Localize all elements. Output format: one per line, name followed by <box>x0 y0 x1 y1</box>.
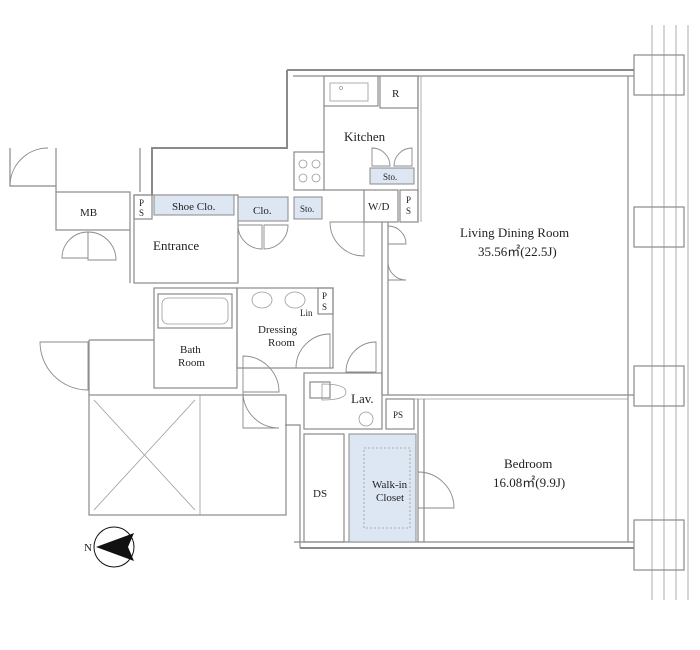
pipe-space-entrance <box>133 194 153 220</box>
linen-label: Lin <box>300 308 313 318</box>
refrigerator-label: R <box>392 88 400 100</box>
bedroom-area-label: 16.08㎡(9.9J) <box>493 475 565 490</box>
pipe-space-kitchen <box>399 189 419 223</box>
walkin-closet-area <box>348 433 417 543</box>
storage-hall-label: Sto. <box>300 204 314 214</box>
ps-bedroom-label: PS <box>393 410 403 420</box>
shoe-closet <box>153 194 235 216</box>
storage-hall <box>293 196 323 220</box>
living-label: Living Dining Room <box>460 225 569 240</box>
storage-kitchen <box>369 167 415 185</box>
north-compass: N <box>84 526 135 568</box>
bedroom: Bedroom 16.08㎡(9.9J) PS <box>382 394 634 542</box>
dressing-label-1: Dressing <box>258 324 298 336</box>
ds-label: DS <box>313 488 327 500</box>
bath-label-2: Room <box>178 357 205 369</box>
compass-ring <box>93 526 135 568</box>
kitchen-counter <box>323 75 379 107</box>
ps-kitchen-label-1: P <box>406 195 411 205</box>
bedroom-label: Bedroom <box>504 456 552 471</box>
pipe-space-dressing <box>317 287 334 315</box>
ps-entrance-label-2: S <box>139 208 144 218</box>
sink <box>329 82 369 102</box>
entrance: Shoe Clo. P S Entrance Clo. <box>61 194 289 284</box>
ps-entrance-label-1: P <box>139 198 144 208</box>
living-area-label: 35.56㎡(22.5J) <box>478 244 557 259</box>
entrance-label: Entrance <box>153 238 199 253</box>
walkin-label-2: Closet <box>376 492 404 504</box>
dressing-room: P S Lin Dressing Room <box>236 287 334 369</box>
facade-column <box>633 519 685 571</box>
facade-column <box>633 365 685 407</box>
compass-arrow-icon <box>96 533 134 561</box>
duct-space: DS <box>303 433 345 543</box>
dressing-label-2: Room <box>268 337 295 349</box>
walkin-closet: Walk-in Closet <box>348 433 417 543</box>
common-area <box>9 147 287 516</box>
lav-label: Lav. <box>351 391 374 406</box>
ps-kitchen-label-2: S <box>406 206 411 216</box>
ps-dressing-label-2: S <box>322 302 327 312</box>
washer-dryer-label: W/D <box>368 201 389 213</box>
bath-label-1: Bath <box>180 344 201 356</box>
closet-label: Clo. <box>253 205 272 217</box>
compass-north-label: N <box>84 542 92 554</box>
storage-kitchen-label: Sto. <box>383 172 397 182</box>
facade-column <box>633 54 685 96</box>
closet <box>237 196 289 222</box>
mb-label: MB <box>80 207 97 219</box>
washer-dryer <box>363 189 399 223</box>
kitchen-label: Kitchen <box>344 129 386 144</box>
walkin-label-1: Walk-in <box>372 479 408 491</box>
stove <box>293 151 325 191</box>
lavatory: Lav. <box>303 341 383 430</box>
facade <box>633 25 689 600</box>
shoe-closet-label: Shoe Clo. <box>172 201 216 213</box>
living-dining-room: Living Dining Room 35.56㎡(22.5J) <box>329 221 569 395</box>
facade-column <box>633 206 685 248</box>
kitchen-area: R Kitchen Sto. W/D P S Sto. <box>293 75 422 223</box>
bath-room: Bath Room <box>153 287 280 429</box>
meter-box: MB <box>55 191 131 231</box>
ps-dressing-label-1: P <box>322 291 327 301</box>
pipe-space-bedroom <box>385 398 415 430</box>
